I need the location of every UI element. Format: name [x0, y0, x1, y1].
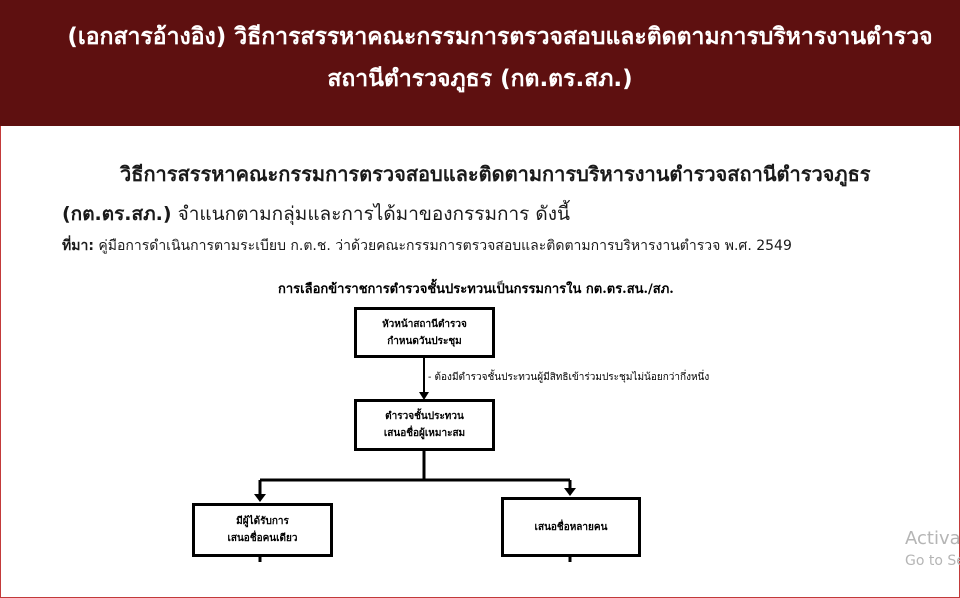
flow-box-text: เสนอชื่อผู้เหมาะสม — [383, 428, 466, 439]
flow-box-nominate: ตำรวจชั้นประทวน เสนอชื่อผู้เหมาะสม — [354, 399, 495, 451]
flow-box-single-nominee: มีผู้ได้รับการ เสนอชื่อคนเดียว — [192, 503, 333, 557]
intro-heading: วิธีการสรรหาคณะกรรมการตรวจสอบและติดตามกา… — [120, 162, 871, 186]
flow-box-text: เสนอชื่อคนเดียว — [227, 533, 298, 544]
flow-box-text: มีผู้ได้รับการ — [236, 516, 289, 527]
flow-box-text: ตำรวจชั้นประทวน — [385, 411, 464, 422]
banner-title-line2: สถานีตำรวจภูธร (กต.ตร.สภ.) — [327, 66, 633, 92]
intro-abbrev: (กต.ตร.สภ.) — [62, 203, 172, 225]
source-citation: ที่มา: คู่มือการดำเนินการตามระเบียบ ก.ต.… — [62, 235, 792, 257]
source-label: ที่มา: — [62, 238, 94, 254]
intro-subheading: (กต.ตร.สภ.) จำแนกตามกลุ่มและการได้มาของก… — [62, 199, 570, 229]
flow-box-text: เสนอชื่อหลายคน — [534, 521, 608, 533]
flow-box-text: หัวหน้าสถานีตำรวจ — [382, 318, 467, 330]
source-text: คู่มือการดำเนินการตามระเบียบ ก.ต.ช. ว่าด… — [93, 238, 792, 254]
flow-box-station-chief: หัวหน้าสถานีตำรวจ กำหนดวันประชุม — [354, 307, 495, 358]
banner-title-line1: (เอกสารอ้างอิง) วิธีการสรรหาคณะกรรมการตร… — [67, 24, 933, 50]
activation-watermark-subtitle: Go to Se — [905, 553, 960, 569]
flow-box-text: กำหนดวันประชุม — [387, 335, 462, 347]
flowchart-title: การเลือกข้าราชการตำรวจชั้นประทวนเป็นกรรม… — [278, 282, 674, 297]
activation-watermark-title: Activa — [905, 528, 960, 549]
flow-note: - ต้องมีตำรวจชั้นประทวนผู้มีสิทธิเข้าร่ว… — [428, 372, 710, 383]
flow-box-multiple-nominees: เสนอชื่อหลายคน — [501, 497, 641, 557]
intro-description: จำแนกตามกลุ่มและการได้มาของกรรมการ ดังนี… — [171, 203, 571, 225]
title-banner: (เอกสารอ้างอิง) วิธีการสรรหาคณะกรรมการตร… — [0, 0, 960, 126]
